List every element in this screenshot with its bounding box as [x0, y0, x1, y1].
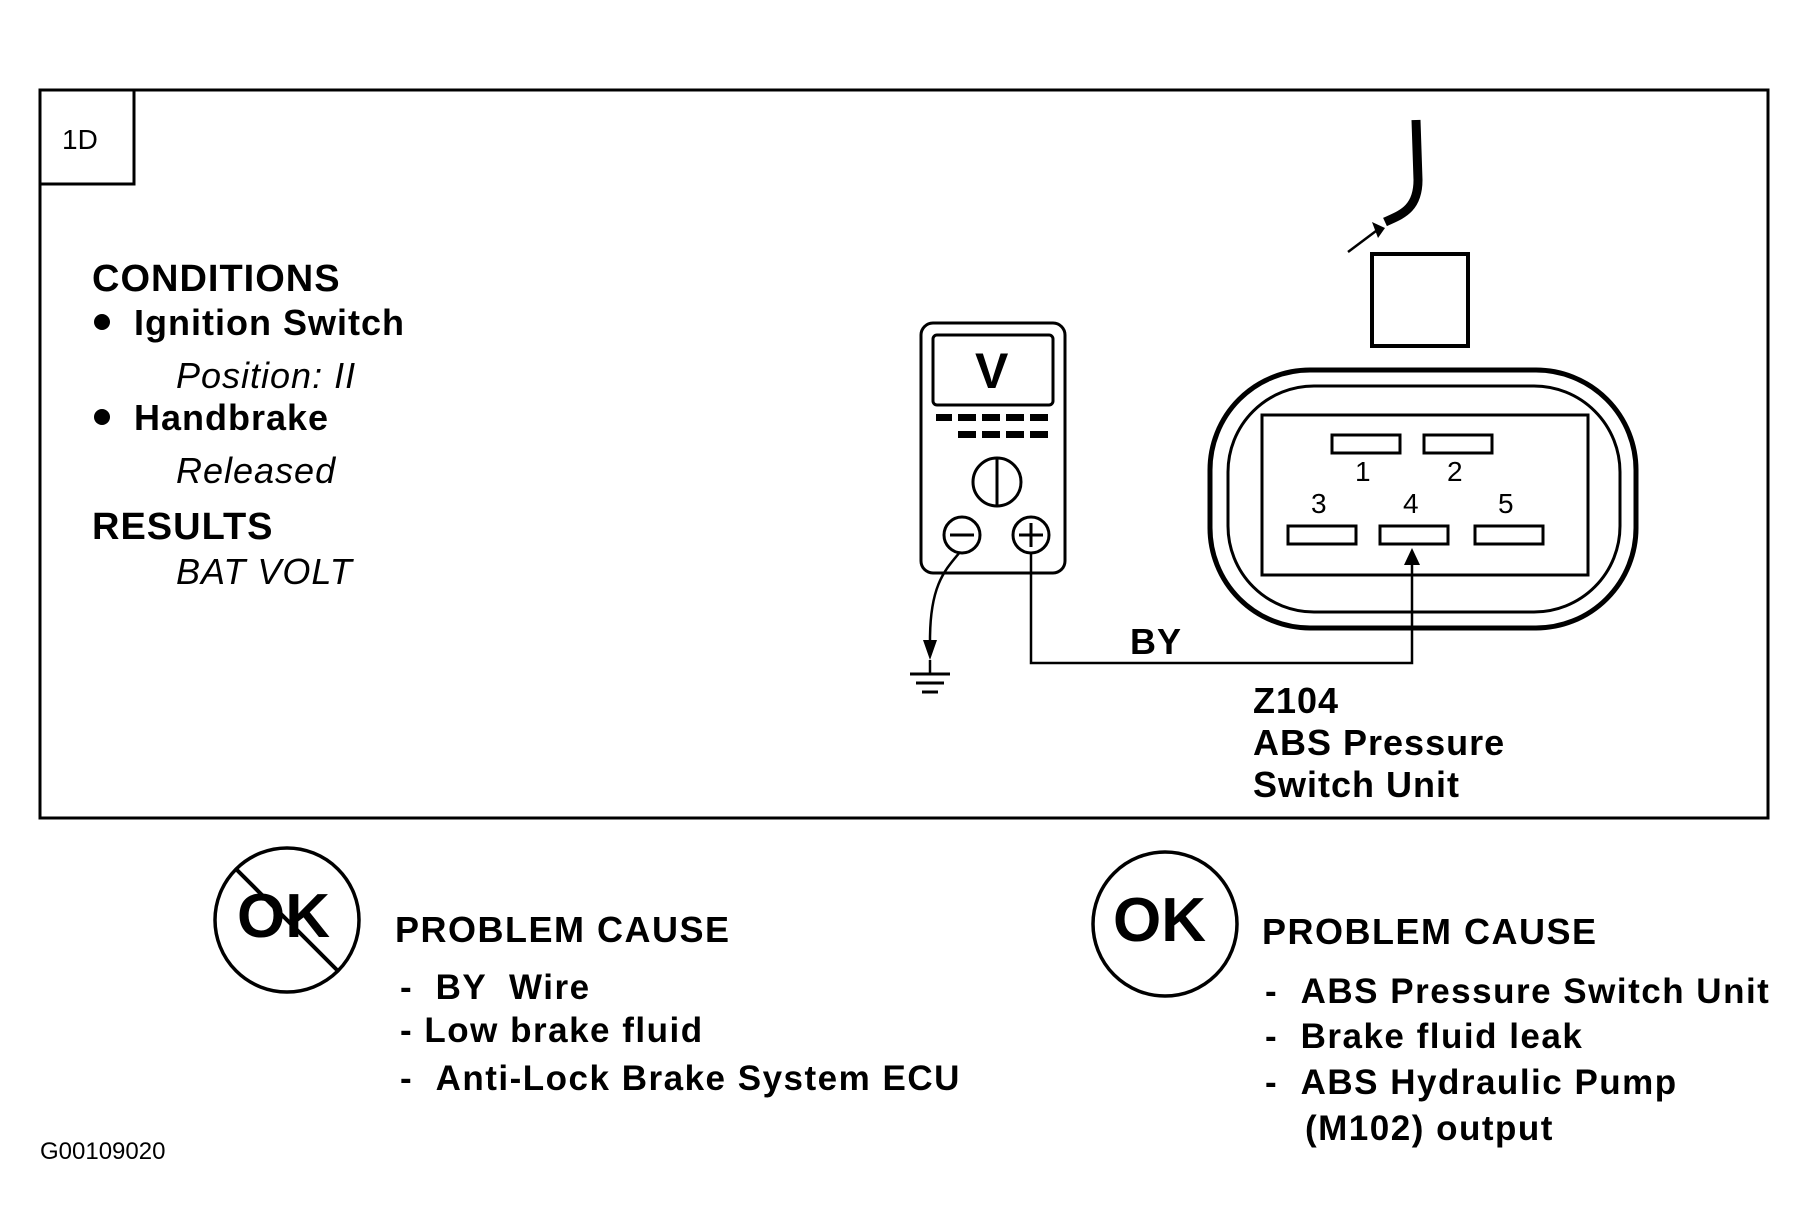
condition-handbrake-value: Released	[176, 450, 337, 491]
connector-id: Z104	[1253, 680, 1340, 721]
not-ok-cause-item: - Low brake fluid	[400, 1011, 704, 1050]
connector-name-line1: ABS Pressure	[1253, 722, 1506, 763]
ok-cause-item-continued: (M102) output	[1305, 1109, 1554, 1148]
voltmeter-display-label: V	[975, 343, 1009, 399]
condition-ignition-value: Position: II	[176, 355, 357, 396]
pin-4	[1378, 524, 1450, 546]
not-ok-symbol-circle	[213, 846, 361, 994]
results-value: BAT VOLT	[176, 551, 353, 592]
ok-symbol-circle	[1091, 850, 1239, 998]
ok-problem-cause-title: PROBLEM CAUSE	[1262, 911, 1598, 952]
connector-face	[1260, 413, 1590, 577]
pin-3	[1286, 524, 1358, 546]
minus-terminal	[942, 515, 982, 555]
not-ok-cause-item: - BY Wire	[400, 968, 591, 1007]
pin-number-3: 3	[1311, 488, 1327, 519]
panel-id-label: 1D	[62, 124, 98, 155]
harness-wire	[1383, 119, 1423, 227]
pin-1	[1330, 433, 1402, 455]
harness-connector	[1370, 252, 1470, 348]
conditions-title: CONDITIONS	[92, 258, 341, 300]
condition-ignition-label: Ignition Switch	[134, 302, 405, 343]
pin-number-4: 4	[1403, 488, 1419, 519]
not-ok-slash	[233, 866, 341, 974]
pin-2	[1422, 433, 1494, 455]
connector-inner-shell	[1226, 384, 1622, 614]
bullet-icon	[94, 409, 110, 425]
pin-number-1: 1	[1355, 456, 1371, 487]
panel-id-box	[38, 88, 136, 186]
ok-symbol-text: OK	[1113, 886, 1206, 955]
ground-symbol	[910, 672, 950, 694]
wire-label-by: BY	[1130, 621, 1183, 662]
panel-frame	[38, 88, 1770, 820]
pin-number-5: 5	[1498, 488, 1514, 519]
pin-number-2: 2	[1447, 456, 1463, 487]
voltmeter-body	[919, 321, 1067, 575]
voltmeter-segments	[936, 414, 1048, 438]
ground-lead	[928, 551, 961, 641]
figure-id: G00109020	[40, 1138, 166, 1165]
condition-handbrake-label: Handbrake	[134, 397, 330, 438]
connector-outer	[1207, 367, 1639, 631]
not-ok-symbol-text: OK	[237, 882, 330, 951]
results-title: RESULTS	[92, 506, 274, 548]
connector-name-line2: Switch Unit	[1253, 764, 1460, 805]
not-ok-problem-cause-title: PROBLEM CAUSE	[395, 909, 731, 950]
not-ok-cause-item: - Anti-Lock Brake System ECU	[400, 1059, 961, 1098]
pin-5	[1473, 524, 1545, 546]
ok-cause-item: - ABS Pressure Switch Unit	[1265, 972, 1771, 1011]
ok-cause-item: - Brake fluid leak	[1265, 1017, 1584, 1056]
ok-cause-item: - ABS Hydraulic Pump	[1265, 1063, 1678, 1102]
voltmeter-display	[931, 333, 1055, 407]
bullet-icon	[94, 314, 110, 330]
